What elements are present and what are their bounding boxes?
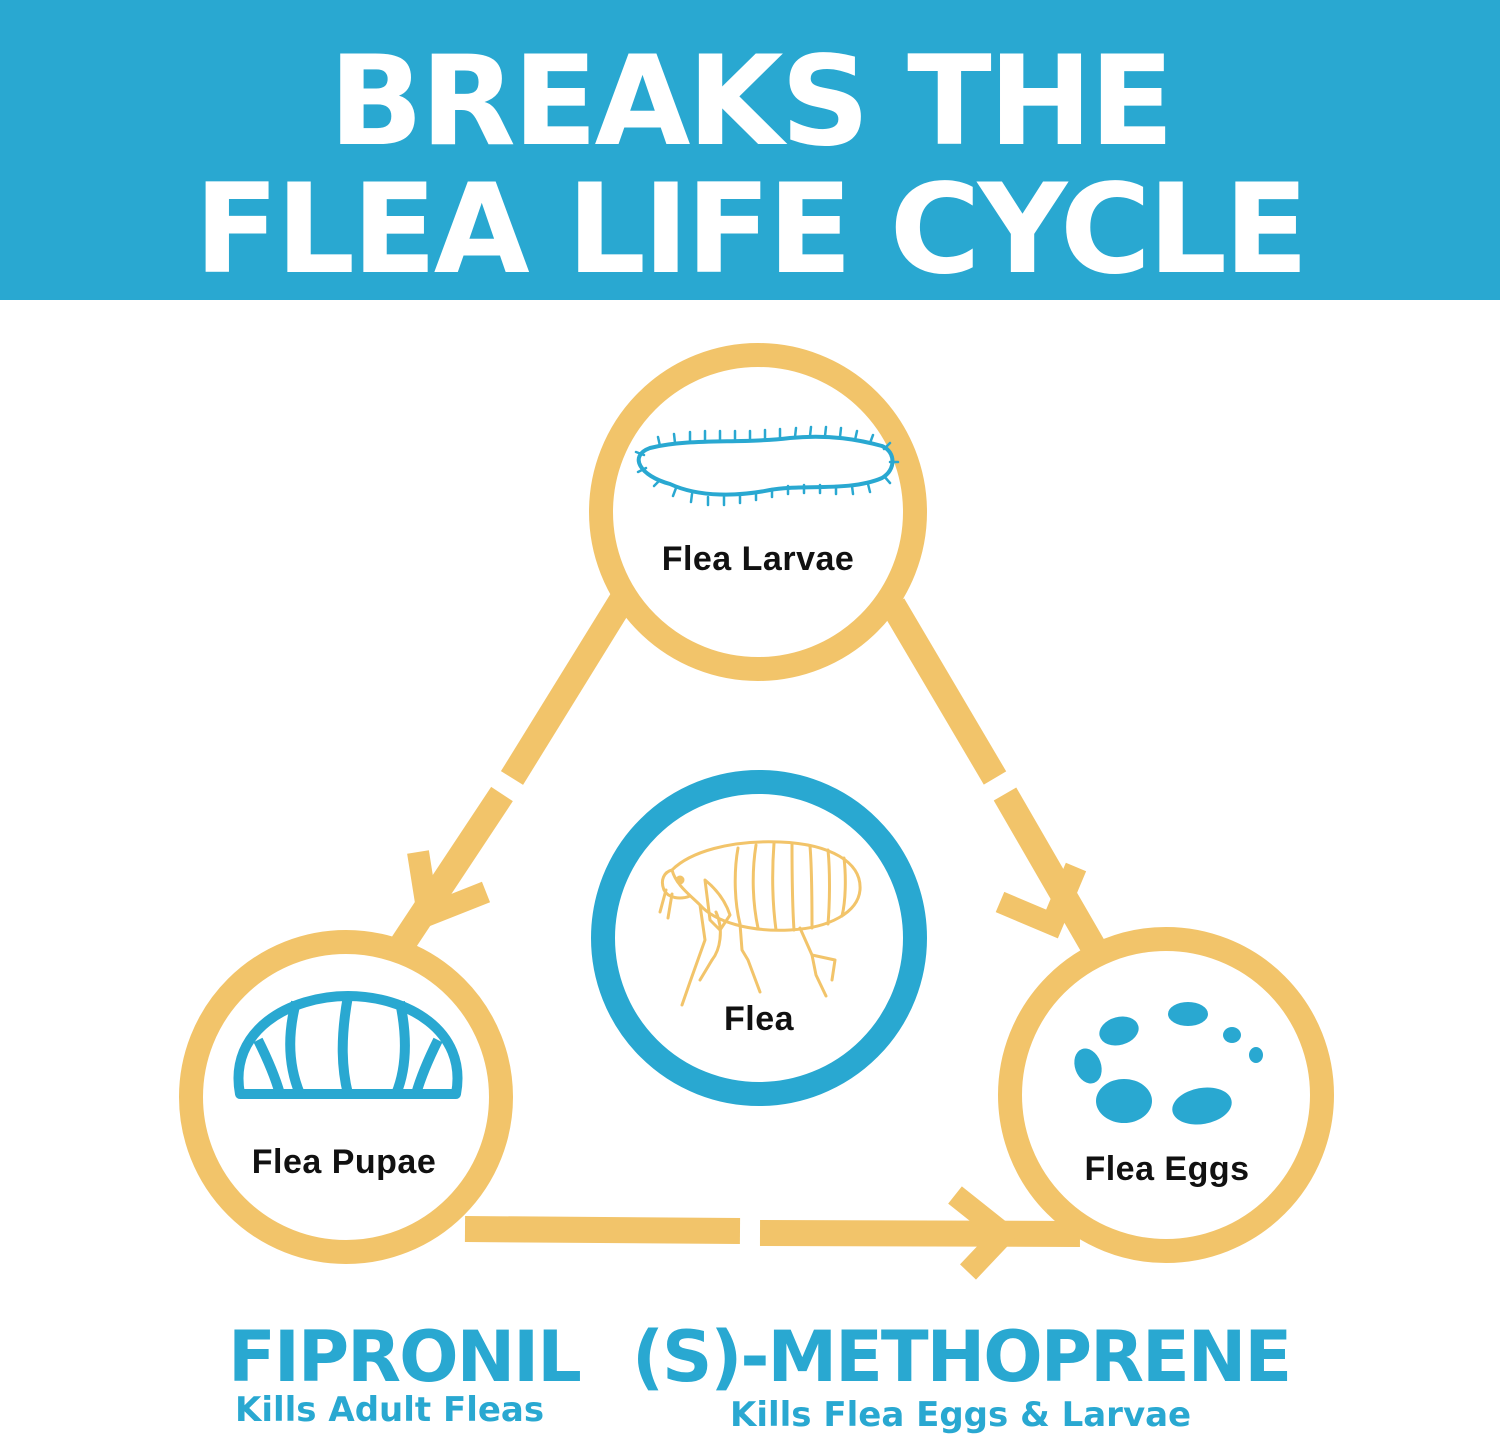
fipronil-name: FIPRONIL [228,1316,582,1398]
eggs-icon [1074,1002,1263,1125]
flea-circle [591,770,927,1106]
larvae-circle [589,343,927,681]
title-line-1: BREAKS THE [328,30,1174,174]
arrow-larvae-to-pupae-lower [389,786,513,956]
title-banner [0,0,1500,300]
arrowhead-bottom [948,1186,1021,1280]
arrowhead-to-pupae [407,850,491,931]
life-cycle-diagram [179,343,1334,1280]
methoprene-name: (S)-METHOPRENE [632,1316,1292,1398]
arrow-larvae-to-eggs-upper [881,598,1007,785]
eggs-circle [998,927,1334,1263]
arrowhead-to-eggs [995,862,1087,939]
flea-label: Flea [723,1000,795,1038]
arrow-larvae-to-eggs-lower [993,787,1110,962]
arrow-pupae-to-eggs-left [464,1216,741,1244]
larvae-label: Flea Larvae [661,540,855,578]
larva-icon [634,425,900,507]
arrow-pupae-to-eggs-right [759,1220,1081,1247]
pupa-icon [233,991,463,1099]
title-line-2: FLEA LIFE CYCLE [194,158,1308,302]
cycle-arrows [389,593,1110,1247]
pupae-label: Flea Pupae [251,1143,437,1181]
arrow-larvae-to-pupae-upper [500,593,634,785]
methoprene-description: Kills Flea Eggs & Larvae [730,1395,1192,1435]
eggs-label: Flea Eggs [1084,1150,1250,1188]
flea-icon [658,840,862,1007]
arrowheads [407,850,1087,1280]
fipronil-description: Kills Adult Fleas [235,1390,545,1430]
